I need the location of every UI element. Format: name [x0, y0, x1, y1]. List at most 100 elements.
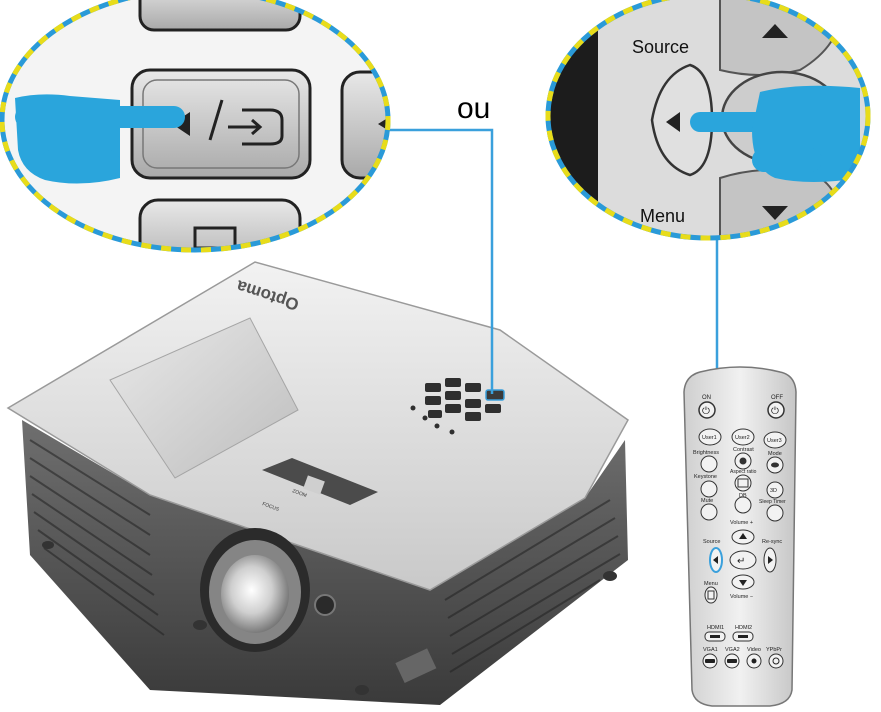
status-led [449, 429, 455, 435]
keypad-source-button[interactable] [485, 389, 505, 401]
video-icon [751, 658, 757, 664]
projector-foot [193, 620, 207, 630]
vga1-icon [705, 659, 715, 663]
power-icon: ⏻ [702, 406, 710, 417]
power-icon: ⏻ [771, 406, 779, 417]
user3-button[interactable] [763, 431, 787, 449]
hdmi2-label: HDMI2 [735, 625, 752, 631]
vga2-icon [727, 659, 737, 663]
enter-button[interactable] [729, 550, 757, 570]
hdmi1-icon [710, 635, 720, 638]
keystone-button[interactable] [700, 480, 718, 498]
right-arrow-icon [768, 556, 773, 564]
keypad-callout [0, 0, 391, 253]
user3-label: User3 [767, 438, 782, 444]
keypad-button[interactable] [425, 383, 441, 392]
user1-button[interactable] [698, 428, 722, 446]
source-input-icon [228, 108, 284, 146]
power-off-button[interactable] [767, 401, 785, 419]
projector-keypad [410, 378, 505, 435]
mute-button[interactable] [700, 503, 718, 521]
remote-callout: Source Menu [545, 0, 871, 241]
contrast-label: Contrast [733, 447, 754, 453]
zoom-focus-slider[interactable]: ZOOM FOCUS [261, 458, 378, 513]
contrast-icon [739, 457, 747, 465]
user2-button[interactable] [731, 428, 755, 446]
pointing-hand-icon [690, 85, 860, 182]
aspect-ratio-icon [737, 478, 749, 488]
ypbpr-icon [772, 657, 780, 665]
keypad-button[interactable] [445, 404, 461, 413]
vga2-label: VGA2 [725, 647, 740, 653]
projector-grille-lines [29, 439, 621, 673]
down-arrow-icon [739, 580, 747, 586]
keypad-button[interactable] [428, 410, 442, 418]
aspect-ratio-label: Aspect ratio [730, 469, 757, 475]
menu-icon [707, 590, 715, 600]
user1-label: User1 [702, 435, 717, 441]
slash-separator [208, 99, 224, 141]
zoom-label: ZOOM [291, 488, 307, 499]
ypbpr-button[interactable] [768, 653, 784, 669]
projector-top [6, 261, 629, 591]
db-label: DB [739, 493, 747, 499]
projector-front-grille [22, 420, 628, 705]
up-arrow-icon [762, 24, 788, 38]
projector-foot [42, 541, 54, 549]
power-on-button[interactable] [698, 401, 716, 419]
remote-control: ON OFF ⏻ ⏻ User1 User2 User3 Brightness … [683, 366, 797, 707]
projector: Optoma ZOOM FOCUS [6, 261, 629, 705]
status-led [434, 423, 440, 429]
source-label: Source [703, 539, 720, 545]
volume-plus-label: Volume + [730, 520, 753, 526]
3d-button[interactable] [766, 481, 784, 499]
hdmi1-label: HDMI1 [707, 625, 724, 631]
user2-label: User2 [735, 435, 750, 441]
keystone-label: Keystone [694, 474, 717, 480]
left-arrow-icon [713, 556, 718, 564]
keypad-button[interactable] [465, 399, 481, 408]
video-label: Video [747, 647, 761, 653]
front-foot-panel [395, 648, 437, 684]
projector-lid [109, 317, 299, 479]
source-callout-label: Source [632, 37, 689, 57]
3d-label: 3D [770, 488, 777, 494]
brightness-button[interactable] [700, 455, 718, 473]
keypad-button[interactable] [425, 396, 441, 405]
vga1-label: VGA1 [703, 647, 718, 653]
projector-foot [603, 571, 617, 581]
up-arrow-icon [739, 533, 747, 539]
sleep-timer-label: Sleep Timer [759, 499, 786, 505]
callout-remote-left-button[interactable] [650, 63, 714, 177]
keypad-button[interactable] [465, 383, 481, 392]
leader-line-keypad [388, 128, 494, 394]
aspect-ratio-button[interactable] [734, 474, 752, 492]
volume-minus-label: Volume − [730, 594, 753, 600]
status-led [410, 405, 416, 411]
down-arrow-icon [762, 206, 788, 220]
hdmi2-icon [738, 635, 748, 638]
menu-callout-label: Menu [640, 206, 685, 226]
ir-sensor [314, 594, 336, 616]
projector-foot [355, 685, 369, 695]
menu-button[interactable] [704, 586, 718, 604]
keypad-button[interactable] [465, 412, 481, 421]
mode-icon [771, 462, 779, 468]
enter-icon: ↵ [737, 556, 745, 567]
db-button[interactable] [734, 496, 752, 514]
sleep-timer-button[interactable] [766, 504, 784, 522]
status-led [422, 415, 428, 421]
power-off-label: OFF [771, 395, 783, 401]
projector-lens [200, 528, 310, 652]
left-arrow-icon [666, 112, 680, 132]
focus-label: FOCUS [261, 501, 280, 513]
brightness-label: Brightness [693, 450, 719, 456]
keypad-button[interactable] [485, 404, 501, 413]
power-on-label: ON [702, 395, 711, 401]
keypad-button[interactable] [445, 391, 461, 400]
mode-label: Mode [768, 451, 782, 457]
menu-label: Menu [704, 581, 718, 587]
keypad-button[interactable] [445, 378, 461, 387]
mute-label: Mute [701, 498, 713, 504]
